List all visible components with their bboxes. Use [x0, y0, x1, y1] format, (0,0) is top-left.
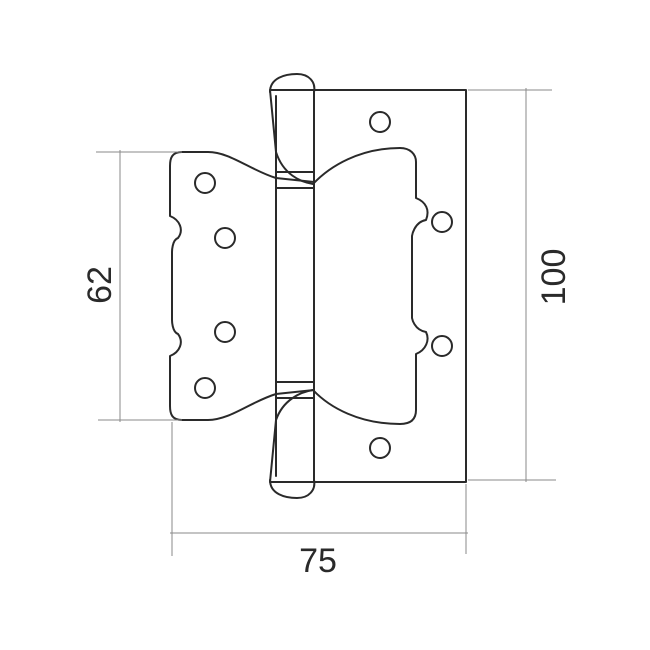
- hinge-pin-strip: [275, 89, 315, 483]
- dim-label-height-inner: 62: [81, 266, 119, 304]
- upper-knuckle-band: [275, 171, 315, 189]
- screw-hole: [431, 211, 453, 233]
- screw-hole: [431, 335, 453, 357]
- screw-hole: [214, 227, 236, 249]
- inner-leaf: [169, 151, 315, 421]
- screw-hole: [214, 321, 236, 343]
- dim-label-height-outer: 100: [535, 249, 573, 306]
- outer-leaf: [269, 89, 467, 483]
- bottom-knuckle-cap: [269, 479, 316, 499]
- top-knuckle-cap: [269, 73, 316, 93]
- screw-hole: [369, 437, 391, 459]
- dim-label-width: 75: [299, 542, 337, 580]
- screw-hole: [194, 377, 216, 399]
- screw-hole: [369, 111, 391, 133]
- screw-hole: [194, 172, 216, 194]
